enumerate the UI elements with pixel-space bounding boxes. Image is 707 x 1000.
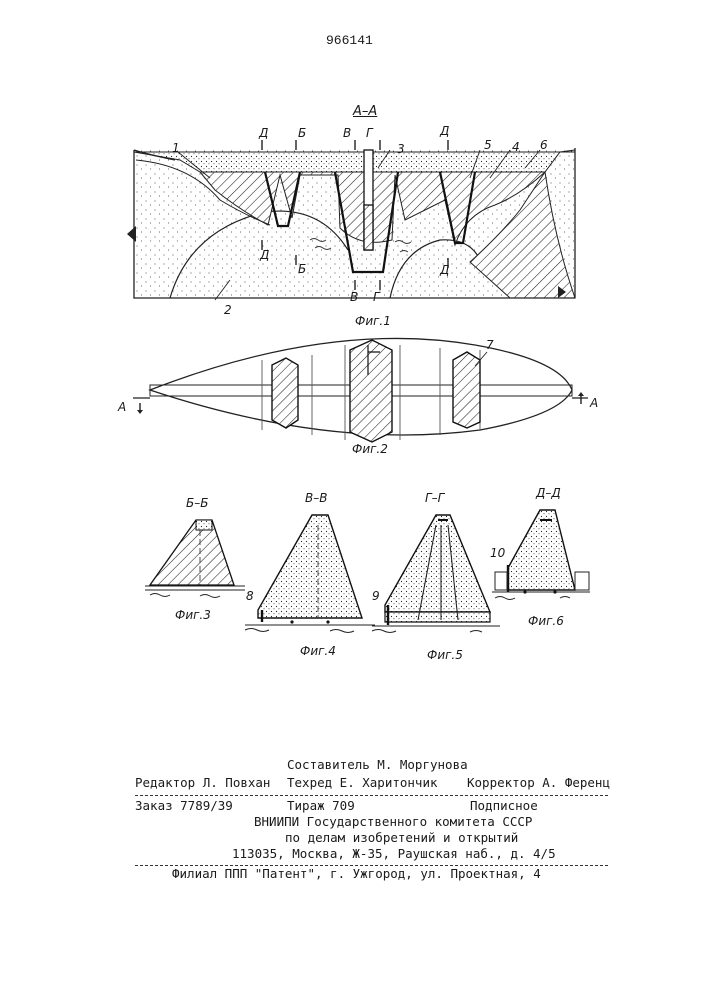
- figure-caption: Фиг.6: [528, 614, 564, 628]
- subscription-line: Подписное: [470, 798, 538, 813]
- figure-caption: Фиг.3: [175, 608, 211, 622]
- part-number: 7: [486, 338, 494, 352]
- cut-mark-top: Д: [259, 126, 268, 140]
- cut-mark-top: В: [343, 126, 351, 140]
- corrector-line: Корректор А. Ференц: [467, 775, 610, 790]
- org-line-1: ВНИИПИ Государственного комитета СССР: [254, 814, 532, 829]
- figure-caption: Фиг.4: [300, 644, 336, 658]
- figure-caption: Фиг.1: [355, 314, 391, 328]
- cut-mark-top: Д: [440, 124, 449, 138]
- org-address: 113035, Москва, Ж-35, Раушская наб., д. …: [232, 846, 556, 861]
- figure-2-plan: [133, 338, 588, 442]
- part-number: 6: [540, 138, 548, 152]
- part-number: 2: [224, 303, 232, 317]
- figure-5-section: [372, 515, 500, 633]
- editor-line: Редактор Л. Повхан: [135, 775, 270, 790]
- branch-line: Филиал ППП "Патент", г. Ужгород, ул. Про…: [172, 866, 541, 881]
- part-number: 9: [372, 589, 380, 603]
- cut-mark-bottom: Д: [440, 263, 449, 277]
- techred-line: Техред Е. Харитончик: [287, 775, 438, 790]
- cut-mark-bottom: Г: [373, 290, 380, 304]
- section-title: Б–Б: [186, 496, 208, 510]
- cut-mark-bottom: В: [350, 290, 358, 304]
- order-line: Заказ 7789/39: [135, 798, 233, 813]
- section-mark: А: [590, 396, 598, 410]
- figure-3-section: [145, 520, 245, 598]
- section-title-a-a: А–А: [353, 104, 377, 119]
- org-line-2: по делам изобретений и открытий: [285, 830, 518, 845]
- part-number: 10: [490, 546, 505, 560]
- cut-mark-bottom: Д: [260, 248, 269, 262]
- figure-1-section: [127, 140, 575, 300]
- figure-caption: Фиг.2: [352, 442, 388, 456]
- circulation-line: Тираж 709: [287, 798, 355, 813]
- part-number: 8: [246, 589, 254, 603]
- part-number: 4: [512, 140, 520, 154]
- section-title: Д–Д: [536, 486, 561, 500]
- footer-rule-top: [135, 795, 608, 796]
- figure-4-section: [245, 515, 375, 633]
- section-mark: А: [118, 400, 126, 414]
- cut-mark-bottom: Б: [298, 262, 306, 276]
- part-number: 3: [397, 142, 405, 156]
- part-number: 1: [172, 141, 180, 155]
- section-title: Г–Г: [425, 491, 444, 505]
- part-number: 5: [484, 138, 492, 152]
- cut-mark-top: Б: [298, 126, 306, 140]
- compiler-line: Составитель М. Моргунова: [287, 757, 468, 772]
- figure-caption: Фиг.5: [427, 648, 463, 662]
- figure-6-section: [492, 510, 590, 600]
- section-title: В–В: [305, 491, 327, 505]
- cut-mark-top: Г: [366, 126, 373, 140]
